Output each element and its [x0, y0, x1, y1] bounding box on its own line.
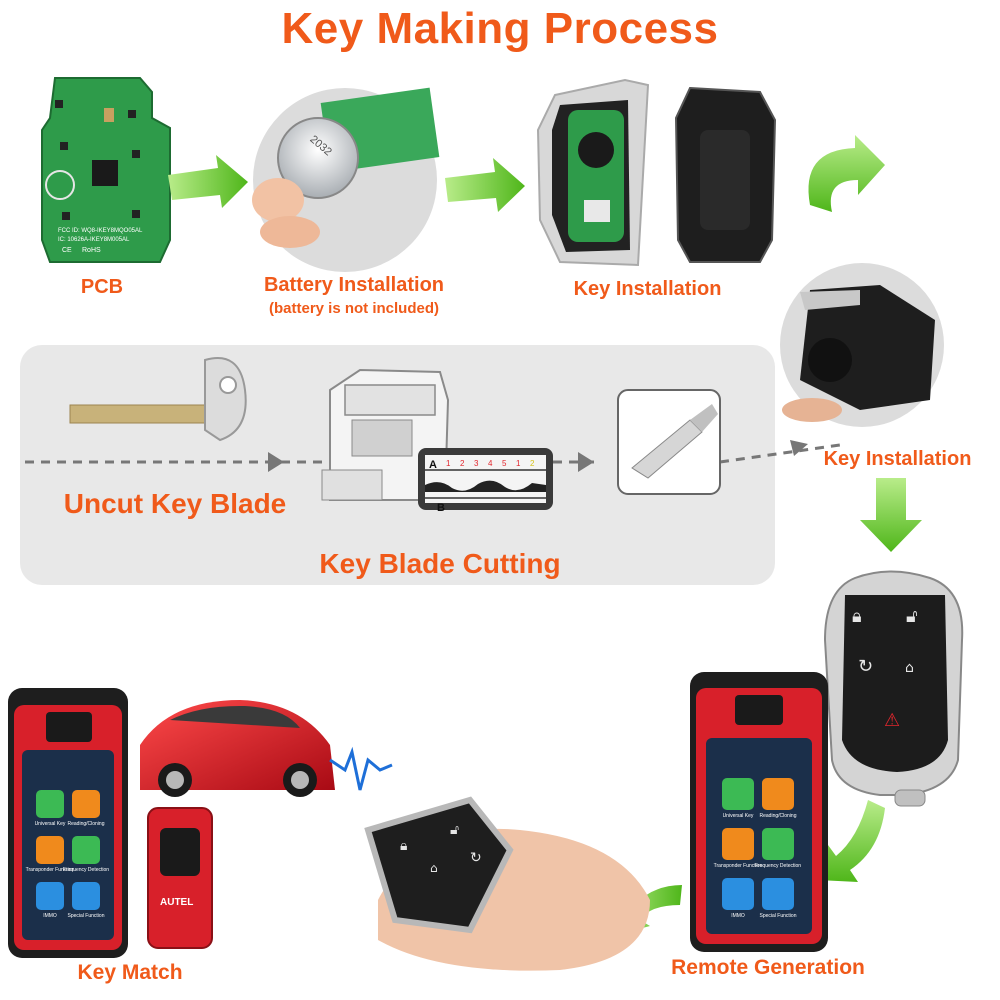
- arrow-down-to-fob: [860, 478, 922, 552]
- app-label: Universal Key: [35, 821, 66, 827]
- step-key-match: Key Match: [77, 961, 183, 984]
- cut-key-box: [617, 389, 721, 495]
- battery-note: (battery is not included): [268, 300, 439, 317]
- app-icon: [722, 828, 754, 860]
- chart-row-b: B: [437, 502, 445, 514]
- app-label: Special Function: [760, 913, 797, 919]
- app-label: Reading/Cloning: [760, 813, 797, 819]
- app-icon: [722, 778, 754, 810]
- pcb-ce-text: CE: [62, 247, 72, 254]
- flow-arrowhead-3: [790, 440, 808, 456]
- key-in-hand: 🔒︎ 🔓︎ ↻ ⌂: [364, 796, 650, 971]
- step-key-installation-2: Key Installation: [823, 448, 972, 470]
- step-pcb: PCB: [80, 276, 124, 298]
- hand-key-start-icon: ↻: [470, 850, 482, 866]
- unlock-icon: 🔓︎: [906, 606, 918, 627]
- app-label: IMMO: [731, 913, 745, 919]
- app-label: Frequency Detection: [755, 863, 801, 869]
- flow-arrowhead-2: [578, 452, 594, 472]
- chart-number: 5: [502, 459, 507, 468]
- battery-photo: 2032: [252, 87, 440, 272]
- app-icon: [36, 836, 64, 864]
- app-label: Transponder Function: [26, 867, 75, 873]
- uncut-key-blade: [69, 357, 247, 442]
- trunk-icon: ⌂: [905, 660, 914, 676]
- app-icon: [36, 882, 64, 910]
- step-key-installation-1: Key Installation: [573, 278, 722, 300]
- pcb-board: FCC ID: WQ8-IKEY8MQO05AL IC: 10626A-IKEY…: [41, 77, 171, 263]
- hand-key-unlock-icon: 🔓︎: [450, 822, 459, 838]
- pcb-ic-text: IC: 10626A-IKEY8M005AL: [58, 237, 130, 243]
- step-blade-cutting: Key Blade Cutting: [319, 548, 561, 579]
- arrow-fob-to-tablet: [818, 800, 885, 882]
- chart-number: 4: [488, 459, 493, 468]
- app-icon: [722, 878, 754, 910]
- app-label: Reading/Cloning: [68, 821, 105, 827]
- step-remote-generation: Remote Generation: [671, 956, 865, 979]
- app-icon: [762, 878, 794, 910]
- app-icon: [72, 882, 100, 910]
- lock-icon: 🔒︎: [852, 606, 862, 627]
- flow-dashed-line: [25, 443, 841, 464]
- app-label: Transponder Function: [714, 863, 763, 869]
- app-label: IMMO: [43, 913, 57, 919]
- hand-key-lock-icon: 🔒︎: [400, 838, 407, 854]
- panic-icon: ⚠: [884, 710, 900, 731]
- pcb-fcc-text: FCC ID: WQ8-IKEY8MQO05AL: [58, 228, 143, 234]
- step-battery: Battery Installation: [263, 274, 445, 296]
- app-label: Frequency Detection: [63, 867, 109, 873]
- chart-number: 3: [474, 459, 479, 468]
- app-icon: [762, 828, 794, 860]
- red-car: [140, 700, 335, 797]
- chart-number: 1: [516, 459, 521, 468]
- chart-row-a: A: [429, 459, 437, 471]
- obd-dongle: AUTEL: [147, 807, 213, 949]
- flow-arrowhead-1: [268, 452, 284, 472]
- dongle-brand: AUTEL: [160, 897, 193, 908]
- key-shell-open: [536, 78, 777, 267]
- app-icon: [72, 790, 100, 818]
- pcb-rohs-text: RoHS: [82, 247, 101, 254]
- finished-key-fob: 🔒︎ 🔓︎ ↻ ⌂ ⚠: [823, 570, 964, 807]
- right-tablet-apps: Universal Key Reading/CloningTransponder …: [714, 778, 801, 919]
- app-icon: [36, 790, 64, 818]
- chart-number: 2: [530, 459, 535, 468]
- arrow-battery-to-key: [445, 158, 525, 212]
- key-installation-photo: [780, 263, 944, 427]
- app-icon: [762, 778, 794, 810]
- page-title: Key Making Process: [281, 4, 719, 53]
- chart-number: 1: [446, 459, 451, 468]
- remote-start-icon: ↻: [858, 656, 873, 677]
- signal-wave: [329, 746, 393, 791]
- hand-key-trunk-icon: ⌂: [430, 861, 438, 875]
- chart-number: 2: [460, 459, 465, 468]
- tablet-remote-generation: Universal Key Reading/CloningTransponder …: [690, 672, 828, 952]
- app-label: Special Function: [68, 913, 105, 919]
- curved-arrow-top-right: [808, 135, 885, 212]
- arrow-pcb-to-battery: [168, 155, 248, 208]
- app-icon: [72, 836, 100, 864]
- step-uncut-blade: Uncut Key Blade: [63, 488, 287, 519]
- app-label: Universal Key: [723, 813, 754, 819]
